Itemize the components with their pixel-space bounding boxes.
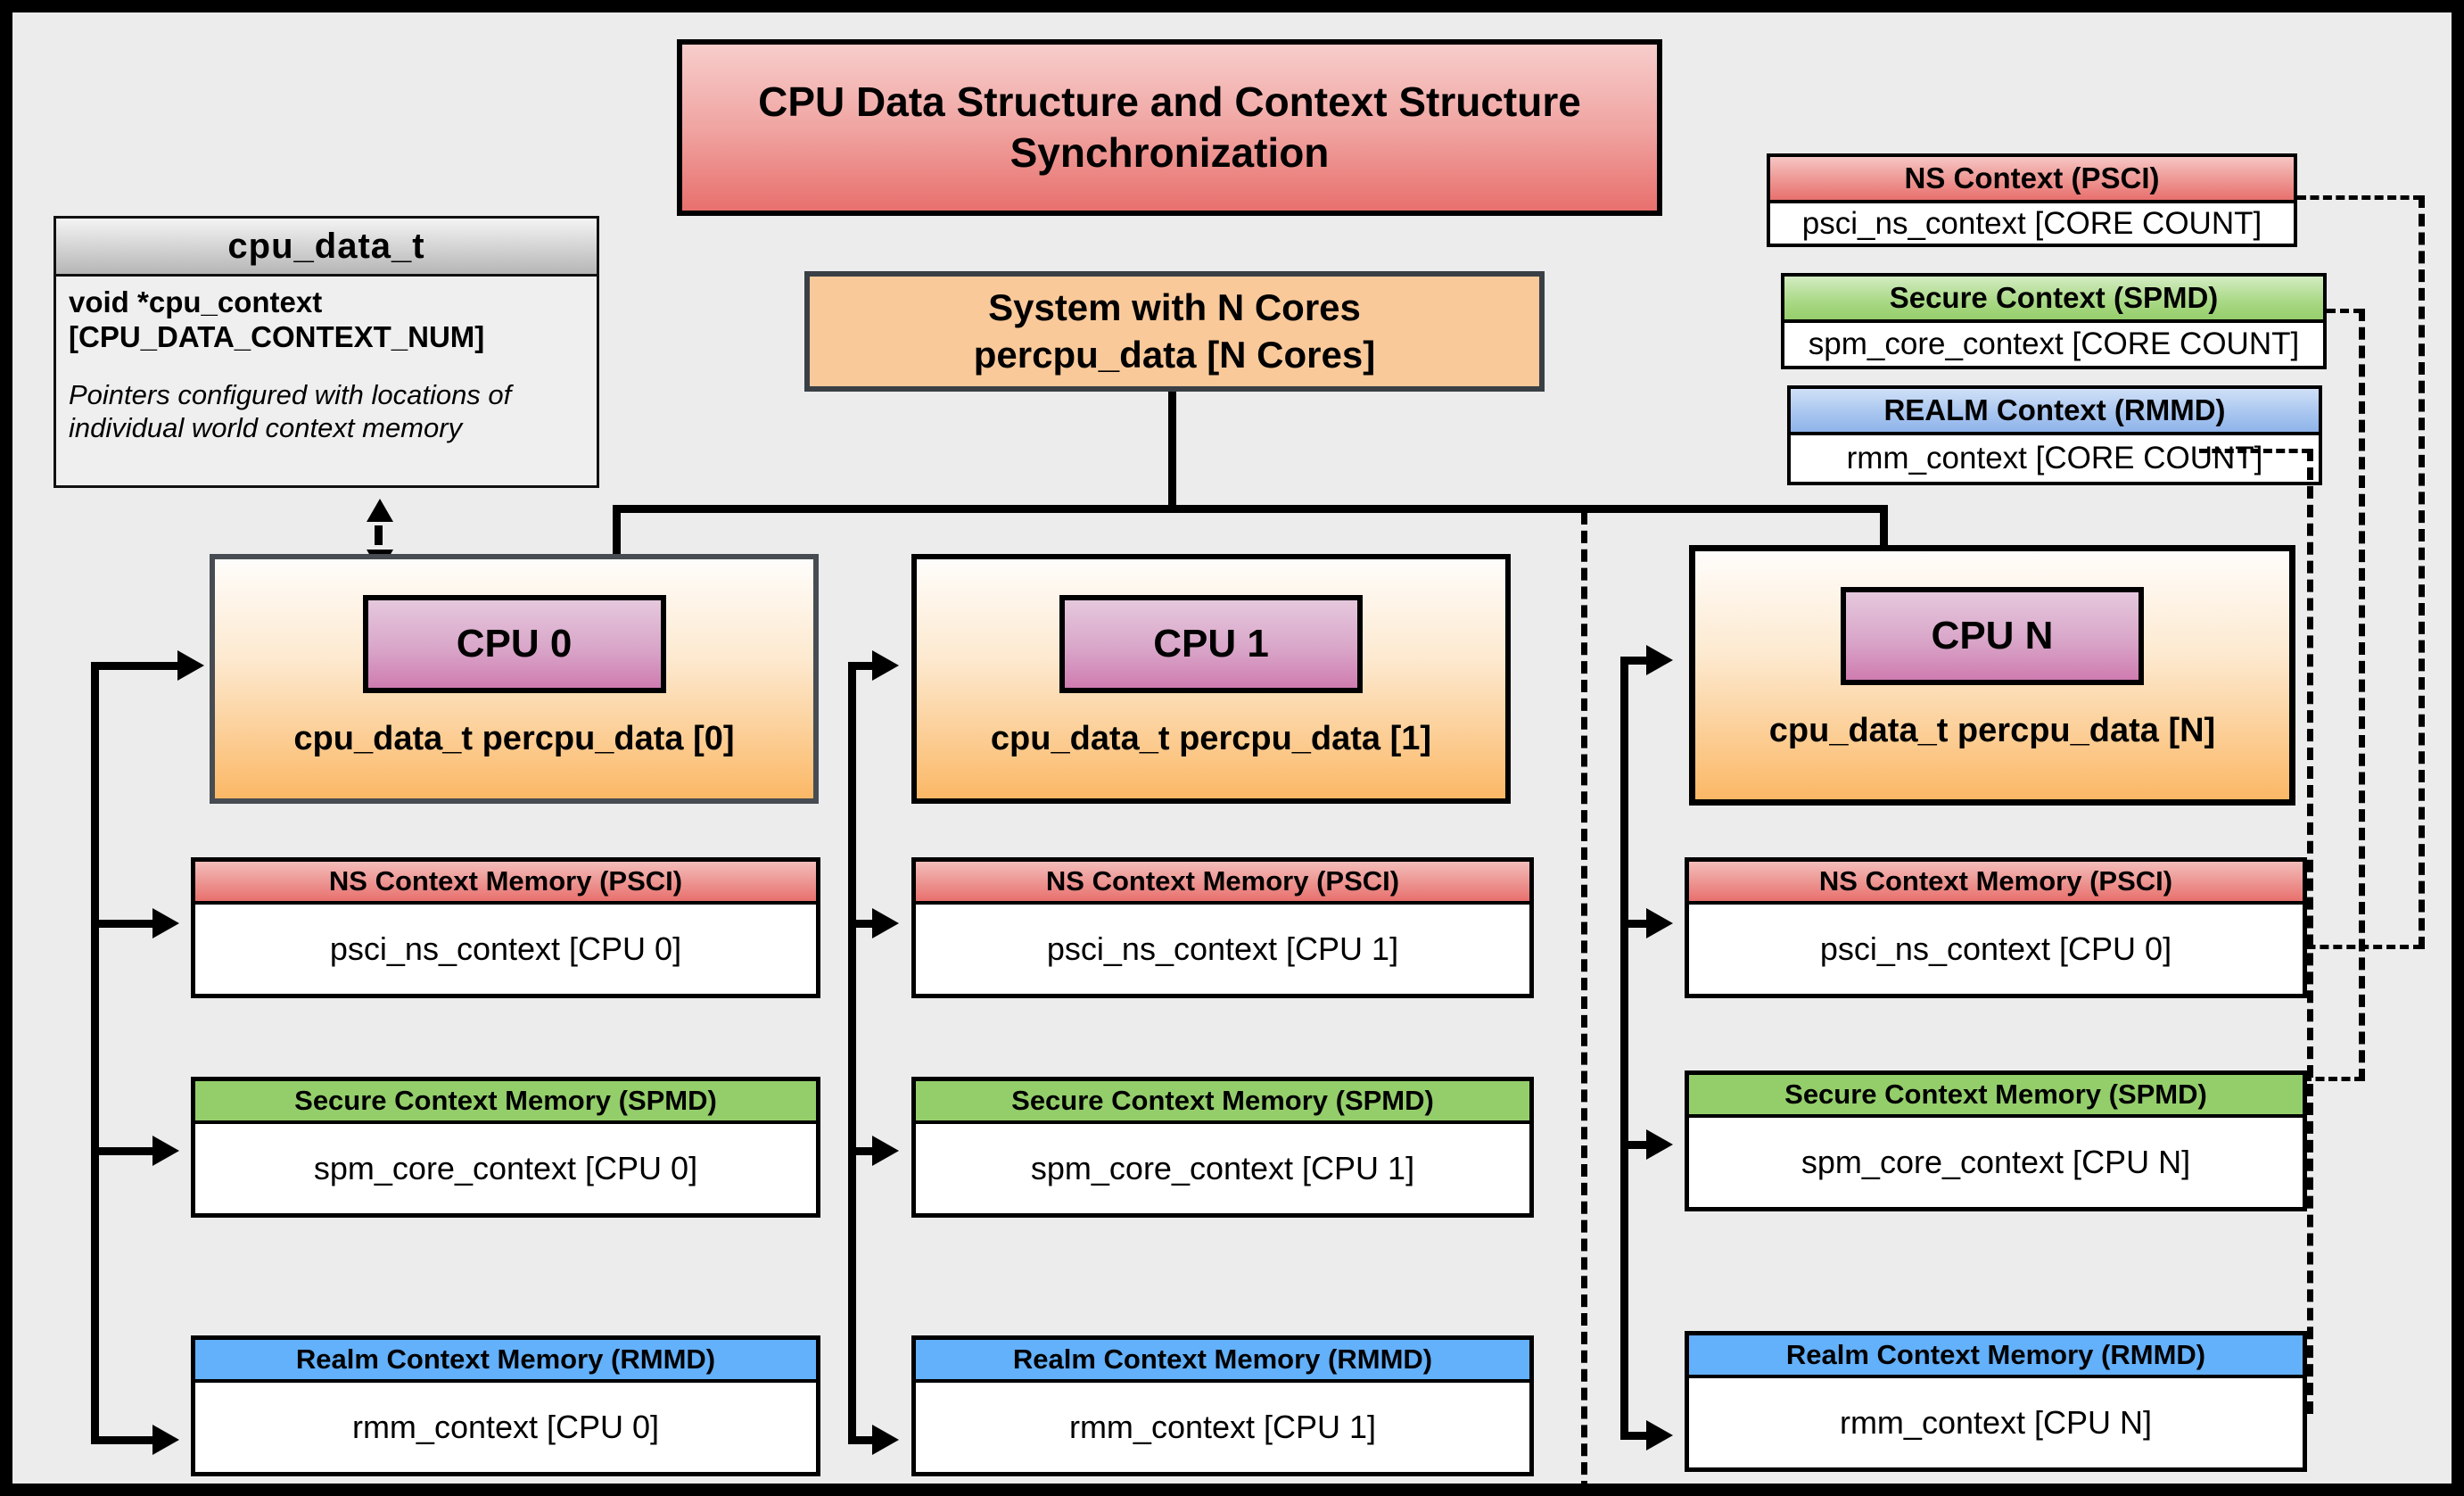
system-line1: System with N Cores: [988, 286, 1361, 328]
arrow-cpu1-secure: [872, 1136, 899, 1166]
memory-box-secure-cpu0: Secure Context Memory (SPMD) spm_core_co…: [191, 1077, 820, 1218]
memory-ns-header-cpu1: NS Context Memory (PSCI): [916, 862, 1529, 905]
arrow-cpun-realm: [1646, 1420, 1673, 1451]
tree-bus: [613, 505, 1888, 513]
bus-cpu1-branch-ns: [848, 920, 875, 928]
memory-box-realm-cpu0: Realm Context Memory (RMMD) rmm_context …: [191, 1335, 820, 1476]
memory-realm-body-cpu1: rmm_context [CPU 1]: [916, 1383, 1529, 1472]
bus-cpu1: [848, 662, 856, 1444]
arrow-cpu0-card: [177, 650, 204, 681]
memory-box-secure-cpu1: Secure Context Memory (SPMD) spm_core_co…: [911, 1077, 1534, 1218]
system-box: System with N Cores percpu_data [N Cores…: [804, 271, 1545, 392]
memory-realm-header-cpu0: Realm Context Memory (RMMD): [195, 1340, 816, 1383]
memory-realm-header-cpu1: Realm Context Memory (RMMD): [916, 1340, 1529, 1383]
cpu-chip-1: CPU 1: [1059, 595, 1363, 693]
memory-box-realm-cpu1: Realm Context Memory (RMMD) rmm_context …: [911, 1335, 1534, 1476]
memory-box-secure-cpun: Secure Context Memory (SPMD) spm_core_co…: [1685, 1070, 2307, 1211]
legend-ns-header: NS Context (PSCI): [1770, 157, 2294, 203]
memory-box-ns-cpu1: NS Context Memory (PSCI) psci_ns_context…: [911, 857, 1534, 998]
dash-secure-top: [2327, 309, 2362, 313]
cpu-data-t-note: Pointers configured with locations of in…: [69, 378, 512, 444]
legend-realm-header: REALM Context (RMMD): [1791, 389, 2319, 435]
cpu-chip-n: CPU N: [1841, 587, 2144, 685]
memory-box-ns-cpu0: NS Context Memory (PSCI) psci_ns_context…: [191, 857, 820, 998]
legend-secure-context: Secure Context (SPMD) spm_core_context […: [1781, 273, 2327, 369]
cpu-card-1: CPU 1 cpu_data_t percpu_data [1]: [911, 554, 1511, 804]
arrow-cpu0-realm: [152, 1425, 179, 1455]
bus-cpun-branch-secure: [1620, 1141, 1649, 1149]
dash-realm-top: [2199, 449, 2311, 453]
arrow-cpu1-realm: [872, 1425, 899, 1455]
legend-secure-header: Secure Context (SPMD): [1784, 277, 2323, 323]
arrow-cpun-secure: [1646, 1129, 1673, 1160]
bus-cpu1-branch-secure: [848, 1147, 875, 1155]
memory-realm-header-cpun: Realm Context Memory (RMMD): [1689, 1335, 2303, 1378]
memory-realm-body-cpu0: rmm_context [CPU 0]: [195, 1383, 816, 1472]
memory-realm-body-cpun: rmm_context [CPU N]: [1689, 1378, 2303, 1467]
memory-secure-header-cpun: Secure Context Memory (SPMD): [1689, 1075, 2303, 1118]
bus-cpun-branch-realm: [1620, 1432, 1649, 1440]
dash-secure-rail: [2359, 309, 2365, 1081]
struct-link-dash: [375, 525, 383, 545]
cpu-caption-n: cpu_data_t percpu_data [N]: [1768, 712, 2216, 749]
memory-box-realm-cpun: Realm Context Memory (RMMD) rmm_context …: [1685, 1331, 2307, 1472]
memory-ns-header-cpun: NS Context Memory (PSCI): [1689, 862, 2303, 905]
bus-cpu0-branch-ns: [91, 920, 155, 928]
cpu-caption-0: cpu_data_t percpu_data [0]: [293, 720, 735, 757]
dash-realm-rail: [2307, 449, 2313, 1414]
memory-secure-body-cpu0: spm_core_context [CPU 0]: [195, 1124, 816, 1213]
cpu-card-n: CPU N cpu_data_t percpu_data [N]: [1689, 545, 2295, 806]
memory-secure-body-cpun: spm_core_context [CPU N]: [1689, 1118, 2303, 1207]
legend-ns-context: NS Context (PSCI) psci_ns_context [CORE …: [1767, 153, 2297, 247]
struct-link-arrow-up: [367, 499, 393, 522]
legend-secure-body: spm_core_context [CORE COUNT]: [1784, 323, 2323, 366]
memory-ns-body-cpu0: psci_ns_context [CPU 0]: [195, 905, 816, 994]
memory-ns-body-cpu1: psci_ns_context [CPU 1]: [916, 905, 1529, 994]
tree-drop-cpu0: [613, 505, 621, 581]
memory-ns-body-cpun: psci_ns_context [CPU 0]: [1689, 905, 2303, 994]
cpu-data-t-card: cpu_data_t void *cpu_context [CPU_DATA_C…: [54, 216, 599, 488]
cpu-data-t-header: cpu_data_t: [56, 219, 597, 277]
arrow-cpu1-card: [872, 650, 899, 681]
memory-box-ns-cpun: NS Context Memory (PSCI) psci_ns_context…: [1685, 857, 2307, 998]
tree-stem: [1168, 392, 1176, 505]
legend-ns-body: psci_ns_context [CORE COUNT]: [1770, 203, 2294, 244]
cpu-data-t-field: void *cpu_context [CPU_DATA_CONTEXT_NUM]: [69, 285, 485, 353]
cpu-chip-0: CPU 0: [362, 595, 666, 693]
bus-cpun-branch-ns: [1620, 920, 1649, 928]
bus-cpu0-branch-realm: [91, 1436, 155, 1444]
cpu-caption-1: cpu_data_t percpu_data [1]: [990, 720, 1432, 757]
bus-cpun-branch-card: [1620, 657, 1649, 665]
arrow-cpun-ns: [1646, 908, 1673, 938]
diagram-panel: CPU Data Structure and Context Structure…: [12, 12, 2452, 1493]
arrow-cpu0-ns: [152, 908, 179, 938]
bus-cpun: [1620, 657, 1628, 1440]
memory-secure-header-cpu0: Secure Context Memory (SPMD): [195, 1081, 816, 1124]
legend-realm-context: REALM Context (RMMD) rmm_context [CORE C…: [1787, 385, 2322, 485]
cpu-card-0: CPU 0 cpu_data_t percpu_data [0]: [210, 554, 819, 804]
cpu-data-t-body: void *cpu_context [CPU_DATA_CONTEXT_NUM]…: [56, 277, 597, 444]
bus-cpu0: [91, 662, 99, 1444]
legend-realm-body: rmm_context [CORE COUNT]: [1791, 435, 2319, 482]
memory-secure-header-cpu1: Secure Context Memory (SPMD): [916, 1081, 1529, 1124]
dash-ns-rail: [2419, 195, 2425, 949]
arrow-cpun-card: [1646, 645, 1673, 675]
column-separator: [1581, 512, 1587, 1493]
memory-ns-header-cpu0: NS Context Memory (PSCI): [195, 862, 816, 905]
arrow-cpu0-secure: [152, 1136, 179, 1166]
bus-cpu0-branch-secure: [91, 1147, 155, 1155]
bus-cpu1-branch-realm: [848, 1436, 875, 1444]
arrow-cpu1-ns: [872, 908, 899, 938]
system-line2: percpu_data [N Cores]: [973, 333, 1376, 376]
tree-drop-cpun: [1880, 505, 1888, 581]
memory-secure-body-cpu1: spm_core_context [CPU 1]: [916, 1124, 1529, 1213]
bus-cpu0-branch-card: [91, 662, 180, 670]
diagram-title: CPU Data Structure and Context Structure…: [677, 39, 1662, 216]
bus-cpu1-branch-card: [848, 662, 875, 670]
dash-ns-top: [2297, 195, 2422, 200]
